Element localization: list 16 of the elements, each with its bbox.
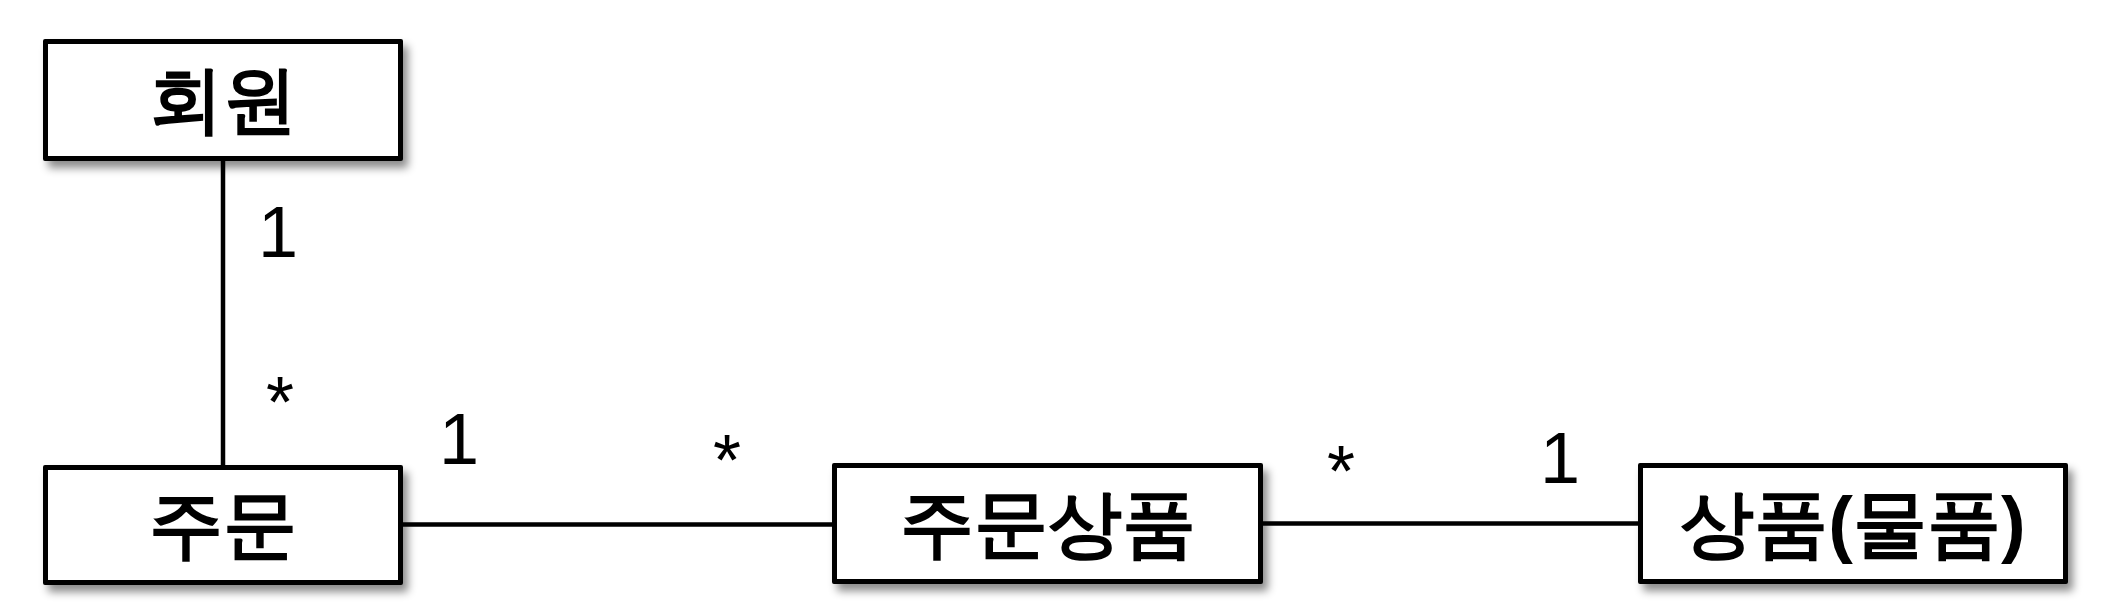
multiplicity-label: * (1327, 435, 1356, 507)
class-box (43, 39, 403, 161)
class-box (1638, 463, 2068, 584)
class-name: 주문 (149, 488, 297, 562)
association-line (1263, 521, 1638, 526)
multiplicity-label: * (713, 424, 742, 496)
association-line (403, 522, 832, 527)
class-box (43, 465, 403, 585)
multiplicity-label: 1 (439, 403, 480, 475)
class-name: 회원 (149, 63, 297, 137)
multiplicity-label: * (266, 366, 295, 438)
class-name: 주문상품 (899, 486, 1196, 561)
multiplicity-label: 1 (1540, 422, 1581, 494)
association-line (220, 161, 226, 465)
class-box (832, 463, 1263, 584)
multiplicity-label: 1 (258, 196, 299, 268)
